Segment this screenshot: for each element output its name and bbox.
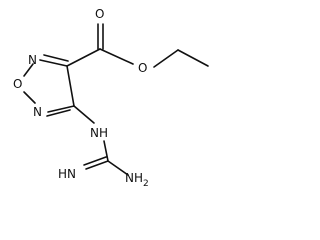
atom-label-nh2-main: NH <box>125 171 143 185</box>
bond-nh-c <box>103 140 109 162</box>
guanidine-group <box>73 105 129 176</box>
bond-c3-carbonyl-c <box>66 48 101 67</box>
bond-c3-c4 <box>66 65 75 107</box>
bond-n2-c3 <box>39 59 68 67</box>
bond-c4-n5-double <box>46 109 71 117</box>
bond-ester-o-ch2 <box>153 49 179 68</box>
atom-labels: N O N O O NH HN NH2 <box>13 7 149 189</box>
atom-label-ester-o: O <box>138 61 147 75</box>
atom-label-ring-n-top: N <box>28 53 37 67</box>
furazan-ring <box>23 54 75 117</box>
chemical-structure: N O N O O NH HN NH2 <box>13 7 209 189</box>
bond-ch2-ch3 <box>177 49 209 67</box>
bond-n2-c3-double <box>43 54 69 62</box>
atom-label-amine-nh: NH <box>90 126 108 140</box>
atom-label-imine-hn: HN <box>58 167 76 181</box>
bond-carbonyl-c-ester-o <box>99 48 134 65</box>
bond-c-nh2 <box>107 160 129 176</box>
bond-c-imine-1 <box>85 160 109 170</box>
atom-label-ring-n-bottom: N <box>33 105 42 119</box>
atom-label-carbonyl-o: O <box>95 7 104 21</box>
atom-label-nh2-subscript: 2 <box>143 179 149 189</box>
bond-c4-nh <box>73 105 95 124</box>
bond-c-imine-2 <box>83 156 107 166</box>
atom-label-ring-o: O <box>13 77 22 91</box>
bond-o1-n2 <box>23 63 34 77</box>
ester-group <box>66 23 209 68</box>
bond-n5-o1 <box>23 91 36 104</box>
bond-c4-n5 <box>47 105 75 113</box>
atom-label-nh2: NH2 <box>125 171 149 189</box>
